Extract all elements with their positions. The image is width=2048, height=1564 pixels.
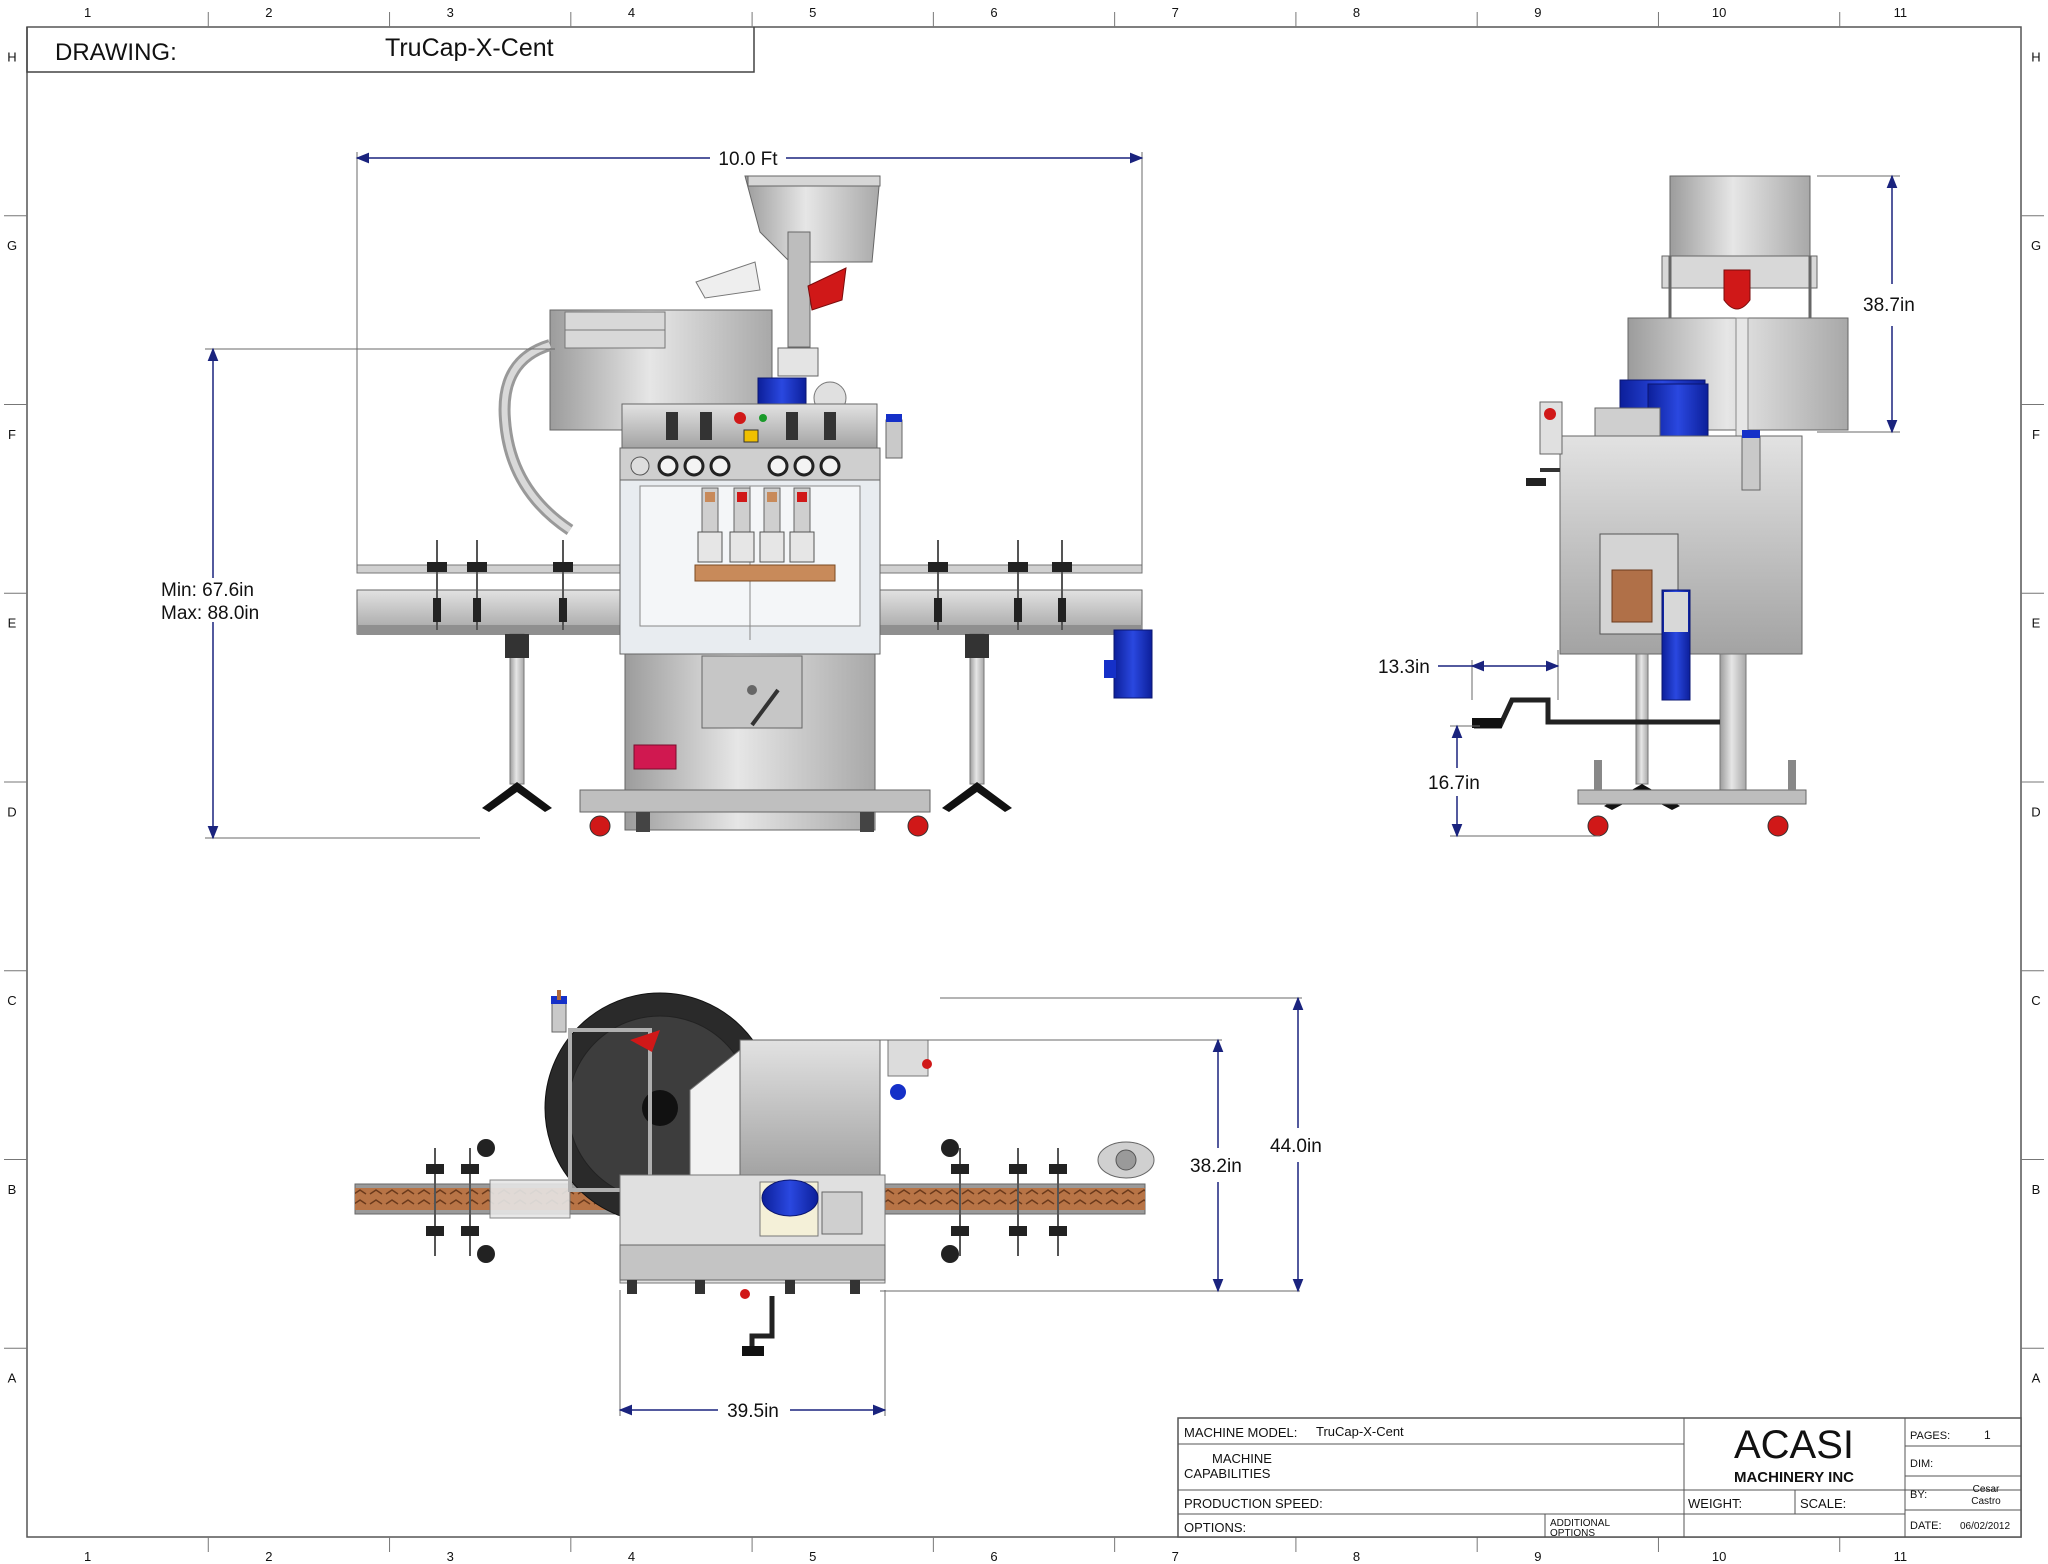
top-dimensions: 38.2in 44.0in 39.5in (618, 996, 1322, 1422)
front-height-max-dimension: Max: 88.0in (161, 603, 259, 624)
top-view: 38.2in 44.0in 39.5in (354, 990, 1322, 1422)
front-conveyor-legs (482, 633, 1012, 812)
zone-col-bottom: 7 (1172, 1549, 1179, 1564)
zone-row-left: C (7, 993, 16, 1008)
zone-col-bottom: 9 (1534, 1549, 1541, 1564)
zone-col-top: 2 (265, 5, 272, 20)
options-label: OPTIONS: (1184, 1520, 1246, 1535)
zone-row-left: F (8, 427, 16, 442)
zone-col-bottom: 3 (447, 1549, 454, 1564)
zone-row-right: D (2031, 804, 2040, 819)
side-stand (1577, 653, 1807, 837)
front-width-dimension: 10.0 Ft (718, 149, 778, 170)
zone-row-right: B (2032, 1182, 2041, 1197)
by-label: BY: (1910, 1489, 1927, 1501)
top-inner-depth-dimension: 38.2in (1190, 1156, 1242, 1177)
zone-row-left: B (8, 1182, 17, 1197)
zone-row-right: E (2032, 616, 2041, 631)
zone-col-top: 6 (990, 5, 997, 20)
front-main-cabinet (579, 403, 931, 837)
zone-col-bottom: 4 (628, 1549, 635, 1564)
date-value: 06/02/2012 (1960, 1521, 2010, 1532)
zone-col-top: 7 (1172, 5, 1179, 20)
front-dimensions: 10.0 Ft Min: 67.6in Max: 88.0in (161, 149, 1144, 840)
date-label: DATE: (1910, 1520, 1942, 1532)
side-crank-offset-dimension: 13.3in (1378, 657, 1430, 678)
machine-model-value: TruCap-X-Cent (1316, 1424, 1404, 1439)
production-speed-label: PRODUCTION SPEED: (1184, 1496, 1323, 1511)
zone-col-bottom: 5 (809, 1549, 816, 1564)
zone-col-top: 10 (1712, 5, 1726, 20)
zone-row-right: C (2031, 993, 2040, 1008)
drawing-label: DRAWING: (55, 39, 177, 66)
zone-row-right: F (2032, 427, 2040, 442)
zone-col-top: 8 (1353, 5, 1360, 20)
zone-col-bottom: 6 (990, 1549, 997, 1564)
scale-label: SCALE: (1800, 1496, 1846, 1511)
zone-col-top: 5 (809, 5, 816, 20)
front-air-regulator (885, 414, 903, 459)
pages-label: PAGES: (1910, 1430, 1950, 1442)
side-view: 38.7in 13.3in 16.7in (1378, 174, 1915, 838)
top-outer-depth-dimension: 44.0in (1270, 1136, 1322, 1157)
zone-col-bottom: 8 (1353, 1549, 1360, 1564)
zone-row-left: A (8, 1371, 17, 1386)
dim-label: DIM: (1910, 1458, 1933, 1470)
zone-row-left: H (7, 49, 16, 64)
company-logo-sub: MACHINERY INC (1734, 1469, 1854, 1486)
top-blower (1097, 1141, 1155, 1179)
top-base-width-dimension: 39.5in (727, 1401, 779, 1422)
zone-col-bottom: 1 (84, 1549, 91, 1564)
front-hopper (695, 175, 881, 348)
side-hopper (1661, 175, 1818, 318)
zone-row-left: D (7, 804, 16, 819)
drawing-name: TruCap-X-Cent (385, 34, 554, 62)
capabilities-label-line1: MACHINE (1212, 1451, 1272, 1466)
side-cap-sorter-bowl (1594, 317, 1849, 439)
by-value-line2: Castro (1971, 1496, 2001, 1507)
front-height-min-dimension: Min: 67.6in (161, 580, 254, 601)
zone-col-top: 3 (447, 5, 454, 20)
side-dimensions: 38.7in 13.3in 16.7in (1378, 174, 1915, 838)
machine-model-label: MACHINE MODEL: (1184, 1425, 1297, 1440)
additional-options-label-line1: ADDITIONAL (1550, 1518, 1610, 1529)
zone-col-bottom: 2 (265, 1549, 272, 1564)
top-air-regulator (551, 990, 567, 1033)
zone-row-left: G (7, 238, 17, 253)
side-crank-height-dimension: 16.7in (1428, 773, 1480, 794)
capabilities-label-line2: CAPABILITIES (1184, 1466, 1271, 1481)
top-cabinet (619, 1039, 932, 1356)
zone-col-bottom: 10 (1712, 1549, 1726, 1564)
zone-row-left: E (8, 616, 17, 631)
by-value-line1: Cesar (1973, 1484, 2000, 1495)
company-logo-name: ACASI (1734, 1423, 1854, 1467)
weight-label: WEIGHT: (1688, 1496, 1742, 1511)
zone-col-bottom: 11 (1894, 1549, 1908, 1564)
side-hand-crank (1472, 697, 1720, 729)
zone-col-top: 11 (1894, 5, 1908, 20)
pages-value: 1 (1984, 1428, 1991, 1442)
zone-col-top: 4 (628, 5, 635, 20)
side-hopper-height-dimension: 38.7in (1863, 295, 1915, 316)
additional-options-label-line2: OPTIONS (1550, 1528, 1595, 1539)
zone-row-right: G (2031, 238, 2041, 253)
title-block: MACHINE MODEL: TruCap-X-Cent MACHINE CAP… (1177, 1417, 2022, 1539)
drawing-header: DRAWING: TruCap-X-Cent (26, 27, 755, 73)
zone-col-top: 1 (84, 5, 91, 20)
zone-row-right: A (2032, 1371, 2041, 1386)
zone-col-top: 9 (1534, 5, 1541, 20)
zone-row-right: H (2031, 49, 2040, 64)
front-view: 10.0 Ft Min: 67.6in Max: 88.0in (161, 149, 1153, 840)
side-cabinet (1526, 401, 1803, 701)
